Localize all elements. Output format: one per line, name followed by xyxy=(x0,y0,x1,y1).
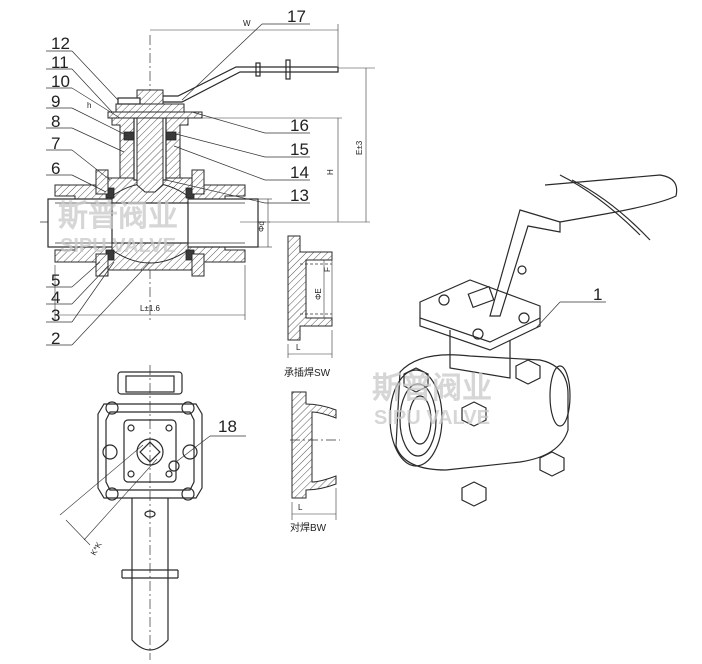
dim-phie-label: ΦE xyxy=(314,288,323,300)
stop-plate xyxy=(107,111,203,119)
iso-body xyxy=(395,354,569,471)
callout-3: 3 xyxy=(51,306,60,325)
dim-kk-label: K*K xyxy=(89,540,104,557)
caption-socket-weld: 承插焊SW xyxy=(284,366,331,379)
callout-9: 9 xyxy=(51,92,60,111)
callout-1: 1 xyxy=(593,285,602,304)
callout-4: 4 xyxy=(51,288,60,307)
callout-2: 2 xyxy=(51,329,60,348)
caption-butt-weld: 对焊BW xyxy=(290,521,327,534)
watermark-left: 斯普阀业 SIPU VALVE xyxy=(58,199,178,257)
callout-18: 18 xyxy=(218,417,237,436)
callout-14: 14 xyxy=(290,163,309,182)
leaders-left xyxy=(46,50,151,346)
svg-text:SIPU VALVE: SIPU VALVE xyxy=(60,235,176,257)
dim-l-sw-label: L xyxy=(296,343,301,352)
callout-6: 6 xyxy=(51,159,60,178)
bottom-view: K*K 18 xyxy=(59,365,246,660)
callout-16: 16 xyxy=(290,116,309,135)
dim-w-label: W xyxy=(243,19,251,28)
callout-17: 17 xyxy=(287,7,306,26)
callout-11: 11 xyxy=(51,53,69,72)
packing xyxy=(123,131,135,141)
section-view: W H E±3 Φd L±1.6 h xyxy=(40,7,375,348)
svg-text:SIPU VALVE: SIPU VALVE xyxy=(374,407,490,429)
dim-l-bw-label: L xyxy=(298,503,303,512)
callout-13: 13 xyxy=(290,186,309,205)
watermark-right: 斯普阀业 SIPU VALVE xyxy=(372,371,492,429)
callout-12: 12 xyxy=(51,34,70,53)
callout-5: 5 xyxy=(51,271,60,290)
dim-f-label: F xyxy=(323,267,332,272)
isometric-view: 1 xyxy=(389,174,678,507)
socket-weld-end: ΦE F L 承插焊SW xyxy=(284,235,333,379)
callout-10: 10 xyxy=(51,72,70,91)
dim-d-label: Φd xyxy=(257,221,266,232)
dim-l-label: L±1.6 xyxy=(140,304,161,313)
callout-15: 15 xyxy=(290,140,309,159)
svg-text:斯普阀业: 斯普阀业 xyxy=(372,371,492,405)
leaders-right xyxy=(165,23,310,204)
bolt-right xyxy=(191,169,205,195)
dim-e-label: E±3 xyxy=(355,140,364,155)
dim-h-small-label: h xyxy=(87,101,91,110)
callout-8: 8 xyxy=(51,112,60,131)
handle-arm xyxy=(163,66,339,103)
butt-weld-end: L 对焊BW xyxy=(290,391,340,534)
dim-h-label: H xyxy=(326,169,335,175)
svg-text:斯普阀业: 斯普阀业 xyxy=(58,199,178,233)
callout-7: 7 xyxy=(51,134,60,153)
